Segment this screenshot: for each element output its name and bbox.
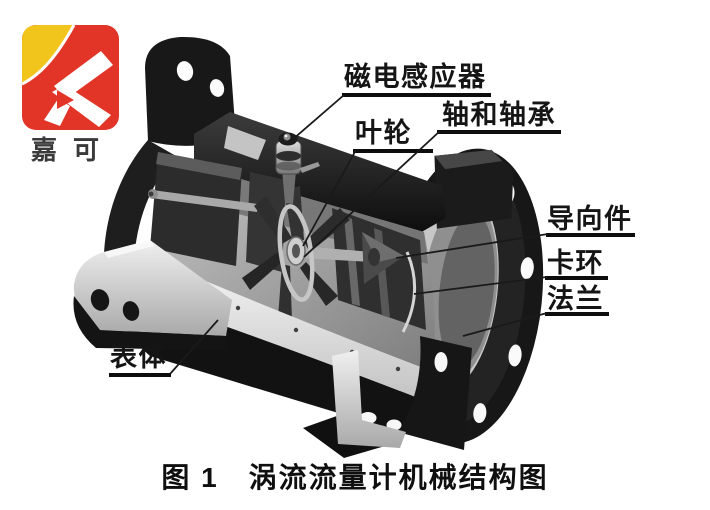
impeller-assembly — [242, 186, 350, 320]
label-meter-body: 表体 — [110, 342, 167, 372]
shaft — [300, 246, 372, 262]
label-guide-vane: 导向件 — [547, 204, 633, 234]
left-foot — [73, 240, 232, 336]
flange-ear — [434, 149, 514, 229]
k-mark — [44, 51, 113, 127]
label-magnetoelectric-sensor: 磁电感应器 — [344, 62, 487, 92]
snap-ring-part — [401, 251, 417, 333]
label-underlines — [109, 93, 635, 377]
bearing — [368, 248, 380, 266]
right-foot — [332, 350, 406, 448]
label-snap-ring: 卡环 — [547, 248, 604, 278]
support-rod — [151, 190, 258, 212]
left-bracket — [145, 36, 236, 146]
label-impeller: 叶轮 — [355, 118, 412, 148]
brand-name: 嘉可 — [31, 135, 116, 165]
label-shaft-and-bearing: 轴和轴承 — [442, 100, 556, 130]
mounting-feet — [73, 240, 406, 458]
label-flange: 法兰 — [547, 284, 604, 314]
figure-caption: 图 1 涡流流量计机械结构图 — [161, 462, 549, 493]
sensor-assembly — [275, 132, 320, 204]
leader-lines — [169, 94, 549, 375]
shaft-and-guide — [300, 208, 426, 333]
jiake-logo-mark — [21, 24, 119, 130]
